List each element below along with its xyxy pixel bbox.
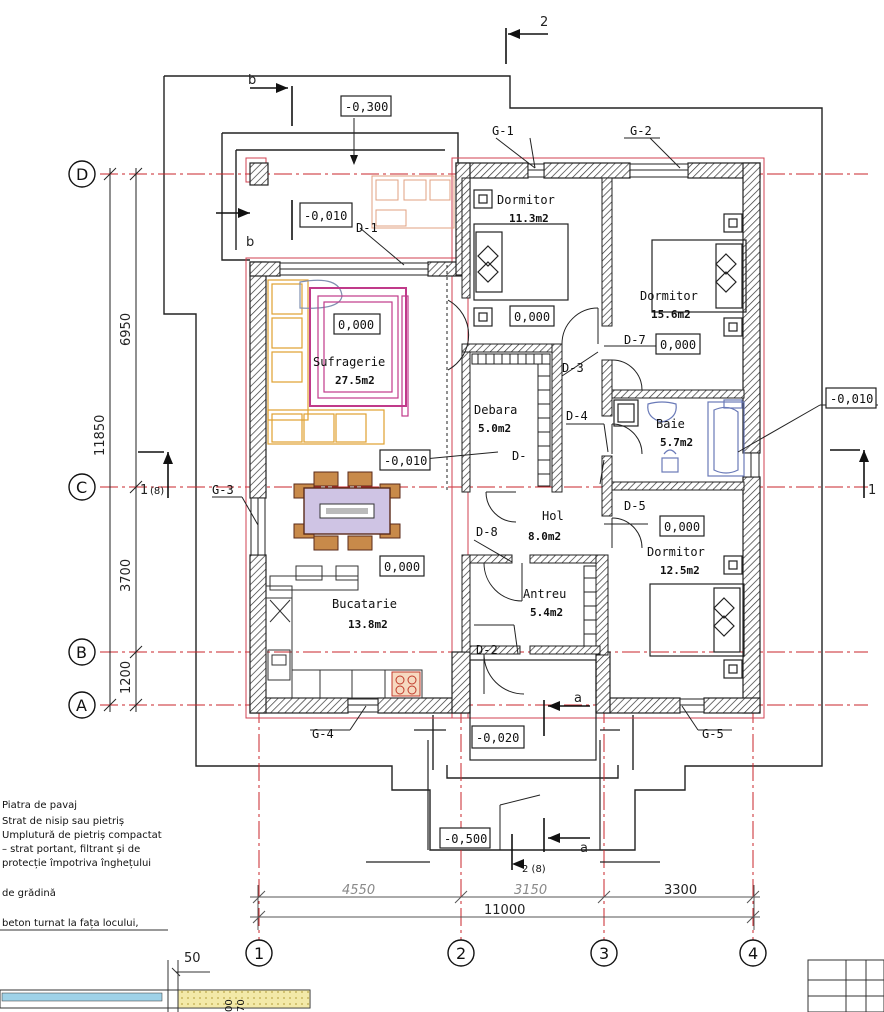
bathroom-fixtures <box>613 399 745 477</box>
detail-label-1: 00 <box>224 999 235 1012</box>
section-label-b-bottom: b <box>246 235 254 250</box>
room-name-dormitor-1: Dormitor <box>497 193 555 207</box>
elev-dormitor-2: 0,000 <box>660 338 696 352</box>
legend-line-3: Umplutură de pietriș compactat <box>2 830 162 841</box>
dim-d-c: 6950 <box>119 313 134 346</box>
room-name-antreu: Antreu <box>523 587 566 601</box>
dim-total-horizontal: 11000 <box>484 903 525 918</box>
elev-steps: -0,500 <box>444 832 487 846</box>
storage-shelving <box>471 353 597 647</box>
room-name-dormitor-3: Dormitor <box>647 545 705 559</box>
axis-row-a: A <box>76 696 87 715</box>
room-area-debara: 5.0m2 <box>478 422 511 435</box>
section-label-left: 1 <box>140 483 148 498</box>
room-name-bucatarie: Bucatarie <box>332 597 397 611</box>
section-arrows <box>163 29 869 869</box>
windows <box>250 163 760 713</box>
room-area-sufragerie: 27.5m2 <box>335 374 375 387</box>
axis-col-2: 2 <box>456 944 466 963</box>
room-area-dormitor-2: 15.6m2 <box>651 308 691 321</box>
entry-steps <box>366 659 660 863</box>
elev-dormitor-1: 0,000 <box>514 310 550 324</box>
window-label-g1: G-1 <box>492 124 514 138</box>
elevation-boxes <box>299 95 877 849</box>
room-area-dormitor-1: 11.3m2 <box>509 212 549 225</box>
bedroom-furniture <box>473 189 747 679</box>
kitchen-counter <box>265 565 423 699</box>
section-label-bottom-ref: 2 (8) <box>522 864 546 875</box>
dim-2-3: 3150 <box>514 883 547 898</box>
room-name-debara: Debara <box>474 403 517 417</box>
door-label-d2: D-2 <box>476 643 498 657</box>
living-furniture <box>267 279 409 445</box>
section-label-b-top: b <box>248 73 256 88</box>
terrace-furniture <box>371 175 455 229</box>
room-area-antreu: 5.4m2 <box>530 606 563 619</box>
dim-1-2: 4550 <box>342 883 375 898</box>
dim-3-4: 3300 <box>664 883 697 898</box>
detail-drawing <box>0 929 884 1012</box>
door-label-d3: D-3 <box>562 361 584 375</box>
axis-col-1: 1 <box>254 944 264 963</box>
door-swings <box>446 265 643 850</box>
window-label-g2: G-2 <box>630 124 652 138</box>
row-axis-bubbles <box>68 160 96 719</box>
legend-line-5: protecție împotriva înghețului <box>2 857 151 869</box>
section-label-a-lower: a <box>580 841 588 856</box>
interior-walls <box>461 177 745 656</box>
elev-bucatarie: 0,000 <box>384 560 420 574</box>
room-area-bucatarie: 13.8m2 <box>348 618 388 631</box>
section-label-a-upper: a <box>574 691 582 706</box>
room-name-sufragerie: Sufragerie <box>313 355 385 369</box>
legend-line-4: – strat portant, filtrant și de <box>2 844 140 855</box>
section-label-left-ref: (8) <box>150 486 164 497</box>
axis-row-c: C <box>76 478 87 497</box>
elev-terrace-top: -0,300 <box>345 100 388 114</box>
elev-hol-side: -0,010 <box>384 454 427 468</box>
dim-c-b: 3700 <box>119 559 134 592</box>
window-label-g5: G-5 <box>702 727 724 741</box>
door-label-d5: D-5 <box>624 499 646 513</box>
axis-row-d: D <box>76 165 88 184</box>
axis-col-3: 3 <box>599 944 609 963</box>
leader-lines <box>212 118 878 731</box>
room-name-hol: Hol <box>542 509 564 523</box>
window-label-g4: G-4 <box>312 727 334 741</box>
dim-total-vertical: 11850 <box>93 415 108 456</box>
dim-b-a: 1200 <box>119 661 134 694</box>
horizontal-dimension-lines <box>250 885 760 930</box>
dim-detail-small: 50 <box>184 951 201 966</box>
room-name-baie: Baie <box>656 417 685 431</box>
vertical-dimension-lines <box>103 167 143 712</box>
detail-label-2: 70 <box>236 999 247 1012</box>
elev-baie-side: -0,010 <box>830 392 873 406</box>
elev-sufragerie: 0,000 <box>338 318 374 332</box>
elev-dormitor-3: 0,000 <box>664 520 700 534</box>
door-label-d1: D-1 <box>356 221 378 235</box>
section-label-top: 2 <box>540 15 548 30</box>
legend-line-6: de grădină <box>2 888 56 899</box>
room-area-dormitor-3: 12.5m2 <box>660 564 700 577</box>
window-label-g3: G-3 <box>212 483 234 497</box>
elev-terrace: -0,010 <box>304 209 347 223</box>
room-area-baie: 5.7m2 <box>660 436 693 449</box>
room-name-dormitor-2: Dormitor <box>640 289 698 303</box>
elev-entry: -0,020 <box>476 731 519 745</box>
room-area-hol: 8.0m2 <box>528 530 561 543</box>
column-axis-bubbles <box>245 939 767 967</box>
door-label-d9: D- <box>512 449 526 463</box>
legend-line-1: Piatra de pavaj <box>2 800 77 811</box>
door-label-d8: D-8 <box>476 525 498 539</box>
axis-col-4: 4 <box>748 944 758 963</box>
axis-row-b: B <box>76 643 87 662</box>
legend-line-7: beton turnat la fața locului, <box>2 918 139 929</box>
section-label-right: 1 <box>868 483 876 498</box>
legend-line-2: Strat de nisip sau pietriș <box>2 816 124 827</box>
door-label-d4: D-4 <box>566 409 588 423</box>
door-label-d7: D-7 <box>624 333 646 347</box>
dining-table <box>293 471 401 551</box>
